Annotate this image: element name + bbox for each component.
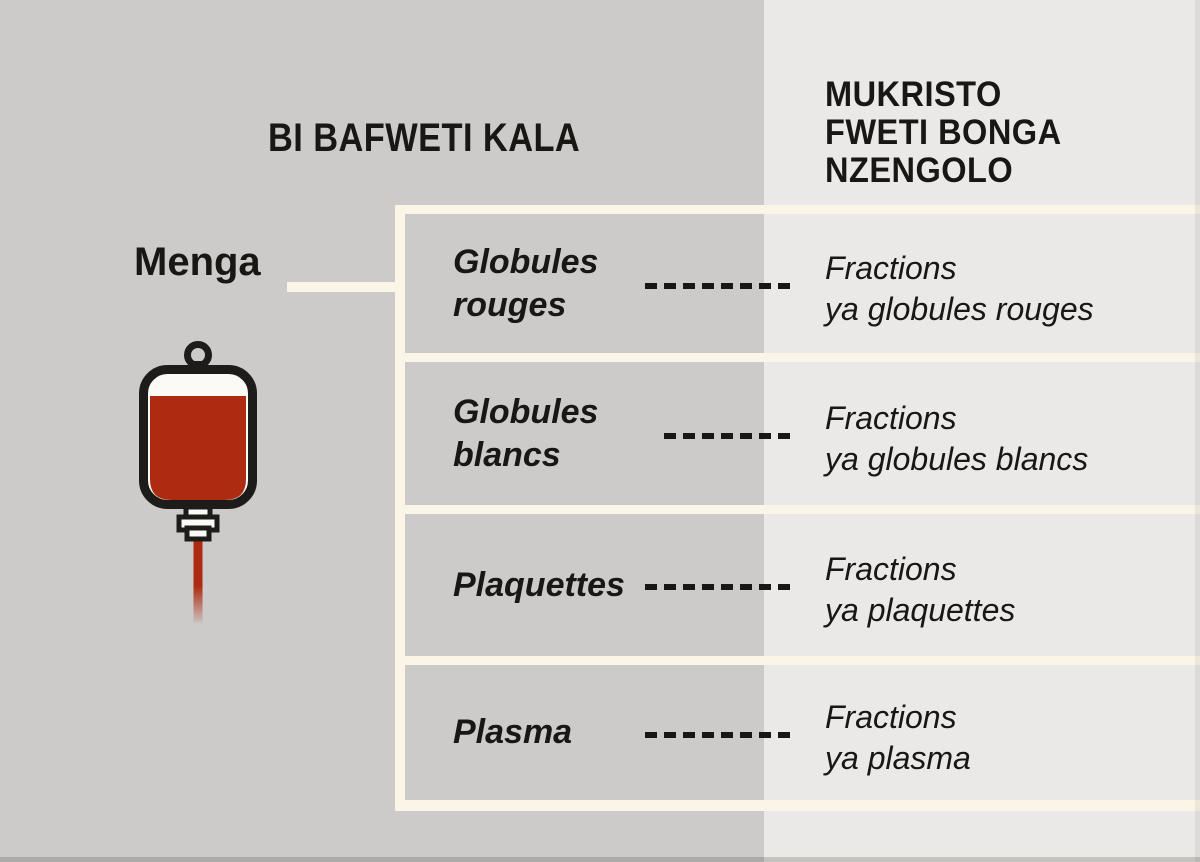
left-column-header: BI BAFWETI KALA <box>268 116 581 160</box>
blood-bag-icon <box>139 341 257 623</box>
table-divider-3 <box>395 656 1200 665</box>
component-label: Plasma <box>453 713 573 751</box>
bag-blood-fill <box>150 396 246 500</box>
bag-port-outlet <box>184 525 212 542</box>
left-panel-background <box>0 0 764 862</box>
image-edge-bottom-shade <box>0 857 1200 862</box>
bag-tube <box>193 533 203 623</box>
menga-connector-line <box>287 282 399 292</box>
dashed-connector <box>645 584 790 590</box>
right-panel-background <box>764 0 1200 862</box>
dashed-connector <box>645 282 790 289</box>
table-divider-2 <box>395 505 1200 514</box>
table-divider-1 <box>395 353 1200 362</box>
image-edge-right-shade <box>1195 0 1200 862</box>
component-label: Plaquettes <box>453 565 625 604</box>
dashed-connector <box>664 432 790 439</box>
dashed-connector <box>645 731 790 738</box>
blood-source-label: Menga <box>134 240 261 284</box>
table-border-bottom <box>395 800 1200 811</box>
table-border-top <box>395 205 1200 214</box>
